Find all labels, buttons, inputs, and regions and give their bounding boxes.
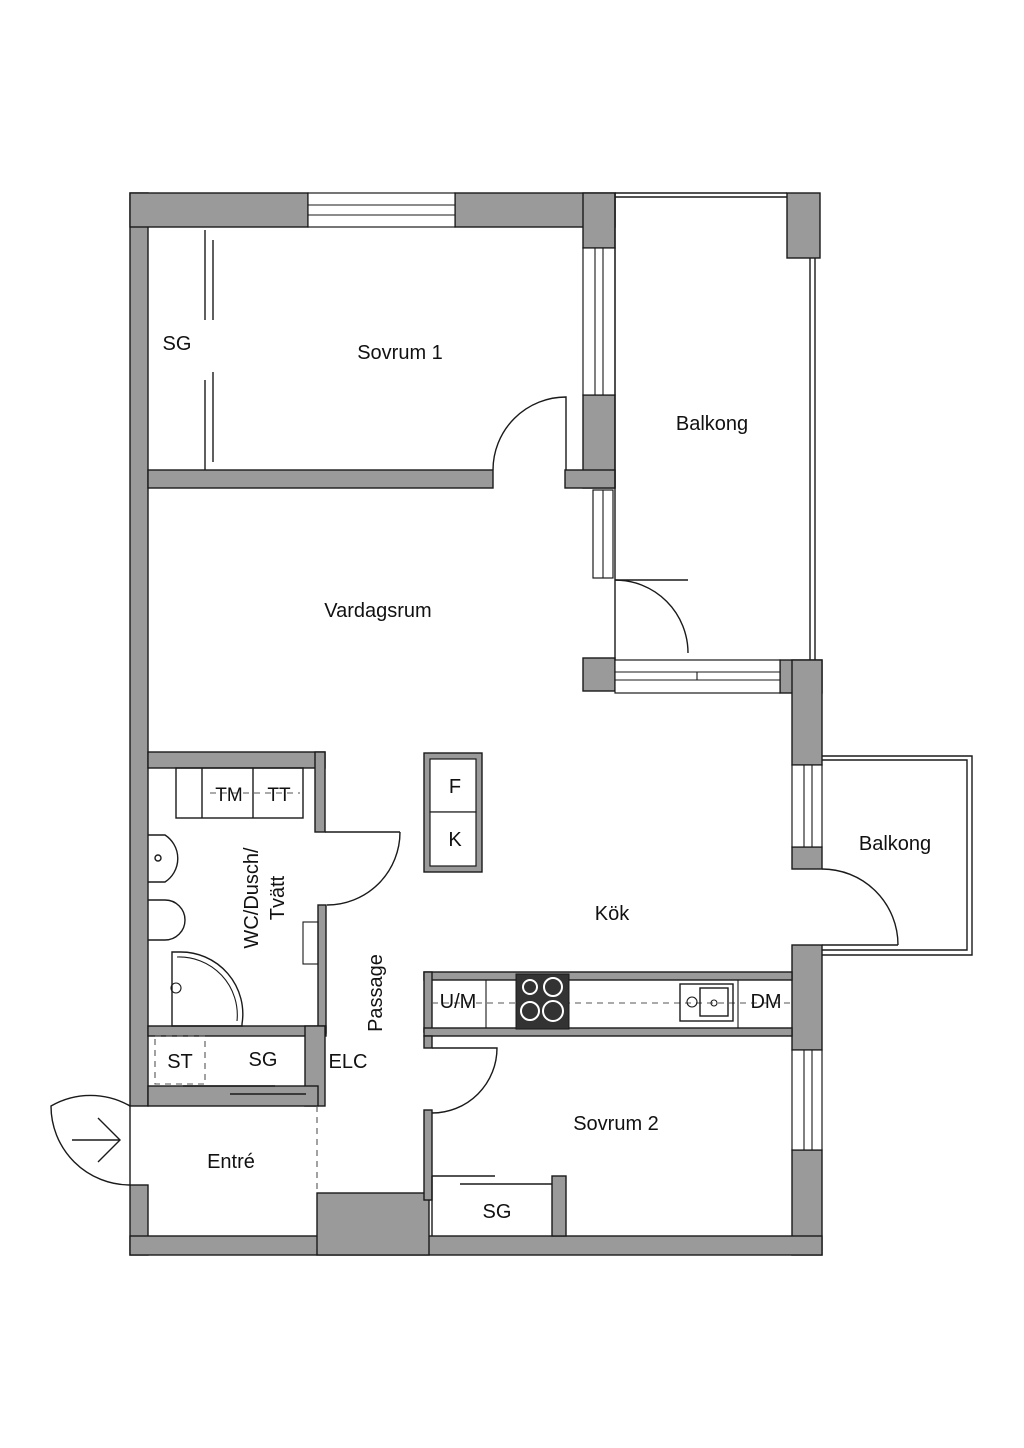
label-f: F [449, 776, 461, 798]
label-balkong-top: Balkong [676, 413, 748, 435]
label-sg-bedroom1: SG [163, 333, 192, 355]
windows [307, 192, 823, 1151]
label-sg-bedroom2: SG [483, 1201, 512, 1223]
shower-icon [171, 951, 244, 1027]
fridge-freezer [423, 752, 483, 873]
sink-icon [148, 834, 179, 883]
label-wc-line1: WC/Dusch/ [241, 847, 263, 949]
toilet-icon [148, 899, 186, 941]
label-sovrum1: Sovrum 1 [357, 342, 443, 364]
label-entre: Entré [207, 1151, 255, 1173]
label-passage: Passage [365, 954, 387, 1032]
label-k: K [448, 829, 462, 851]
label-st: ST [167, 1051, 193, 1073]
label-um: U/M [440, 991, 477, 1013]
label-elc: ELC [329, 1051, 368, 1073]
room-labels: Sovrum 1 SG Balkong Vardagsrum TM TT F K… [163, 333, 932, 1223]
label-dm: DM [750, 991, 781, 1013]
doors [50, 396, 899, 1186]
label-sg-hall: SG [249, 1049, 278, 1071]
bathroom-fixtures [148, 767, 319, 1027]
st-box [154, 1035, 206, 1085]
entrance-arrow-icon [72, 1117, 121, 1163]
label-wc-line2: Tvätt [267, 875, 289, 920]
label-balkong-right: Balkong [859, 833, 931, 855]
heater-icon [302, 921, 319, 965]
kitchen-counter [432, 973, 790, 1030]
label-tm: TM [215, 785, 242, 806]
label-vardagsrum: Vardagsrum [324, 600, 431, 622]
label-sovrum2: Sovrum 2 [573, 1113, 659, 1135]
label-kok: Kök [595, 903, 630, 925]
balconies [614, 192, 973, 956]
kitchen-sink-icon [679, 983, 734, 1022]
label-tt: TT [267, 785, 291, 806]
stove-icon [515, 973, 570, 1030]
wardrobe-doors [183, 230, 552, 1236]
interior-walls [147, 469, 793, 1237]
